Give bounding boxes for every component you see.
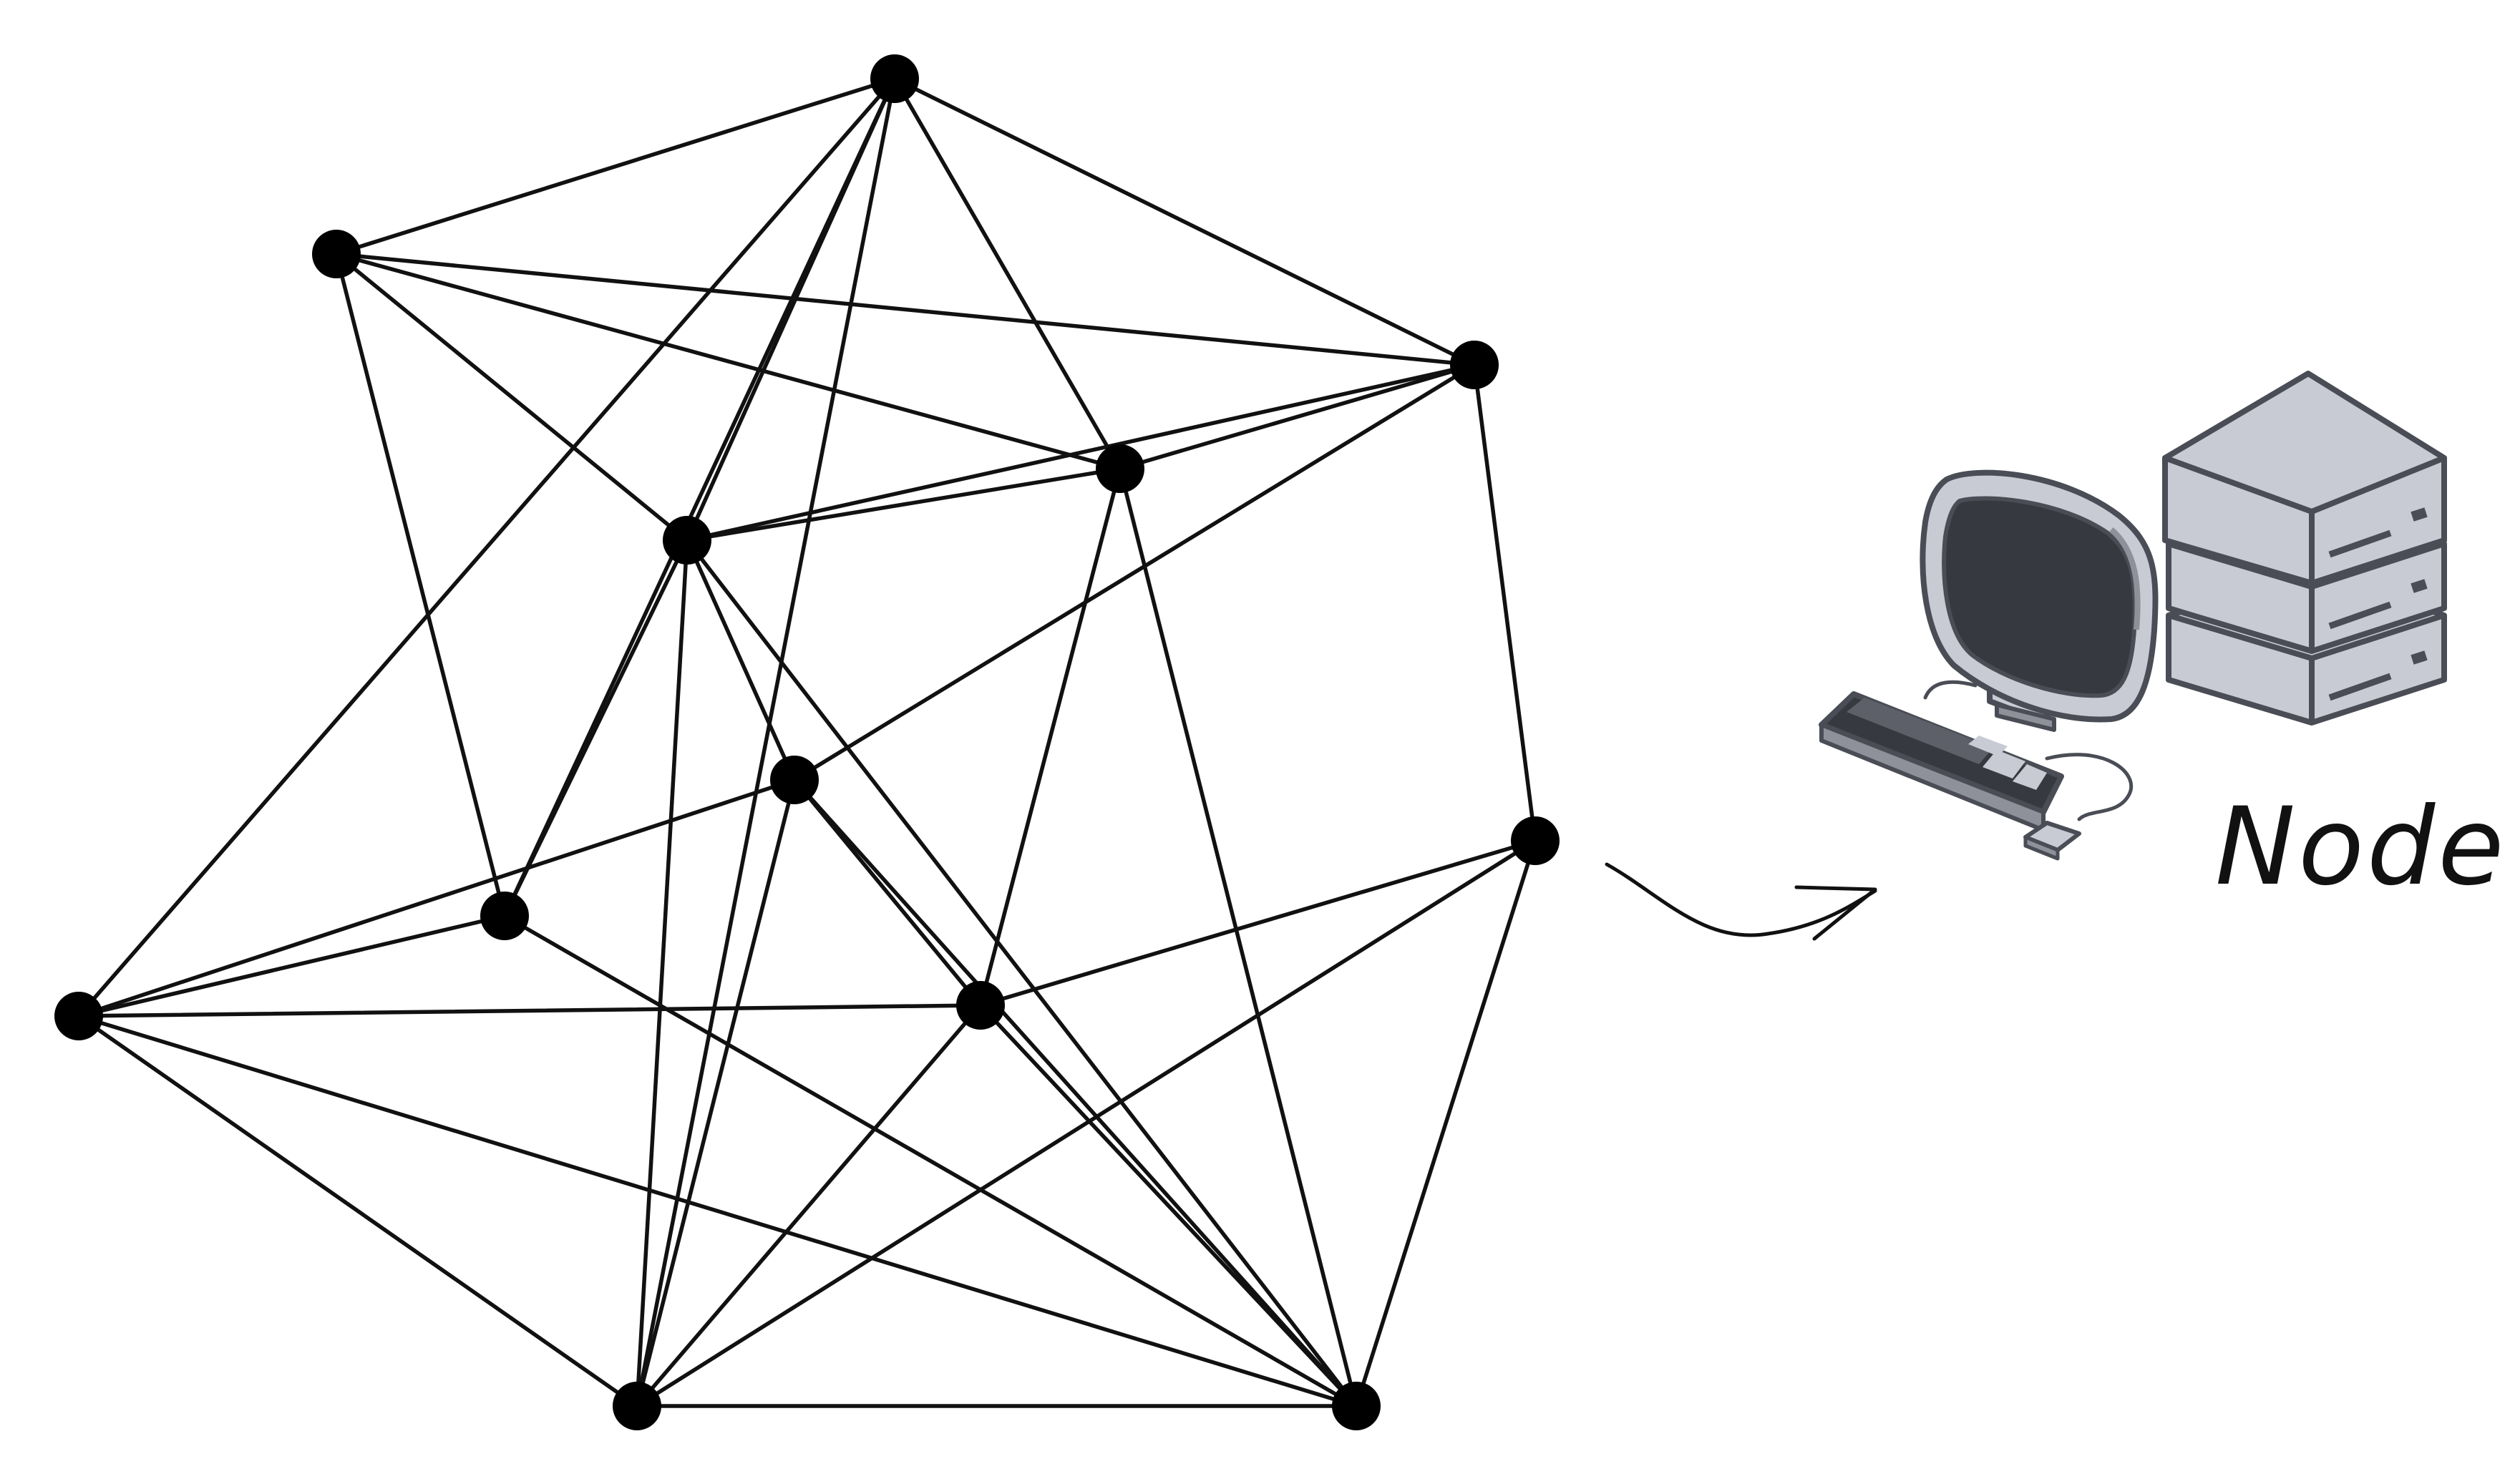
network-edge bbox=[978, 1003, 1358, 1408]
network-edge bbox=[334, 252, 1477, 367]
network-edge bbox=[77, 1014, 1358, 1408]
network-edge bbox=[334, 252, 689, 542]
network-nodes bbox=[54, 54, 1560, 1430]
network-edge bbox=[334, 252, 1122, 471]
network-edge bbox=[77, 778, 797, 1018]
network-edge bbox=[892, 77, 1477, 367]
network-edge bbox=[1118, 467, 1358, 1408]
network-edge bbox=[685, 538, 797, 782]
network-node bbox=[54, 992, 103, 1040]
network-edge bbox=[77, 914, 507, 1018]
network-edge bbox=[502, 77, 897, 918]
network-edge bbox=[334, 252, 507, 918]
network-edge bbox=[685, 538, 1358, 1408]
network-edge bbox=[334, 77, 897, 256]
network-node bbox=[613, 1382, 661, 1430]
network-edge bbox=[635, 77, 897, 1408]
network-node bbox=[1096, 444, 1144, 493]
network-edge bbox=[892, 77, 1122, 471]
network-edge bbox=[635, 538, 689, 1408]
network-edge bbox=[77, 77, 897, 1018]
network-edge bbox=[635, 778, 797, 1408]
arrow-icon bbox=[1605, 862, 1877, 941]
network-edge bbox=[978, 467, 1122, 1007]
network-node bbox=[480, 892, 529, 940]
network-edge bbox=[77, 1003, 983, 1018]
network-edge bbox=[792, 778, 1358, 1408]
network-node bbox=[956, 981, 1005, 1030]
network-edge bbox=[635, 1003, 983, 1408]
network-node bbox=[663, 516, 711, 565]
network-node bbox=[312, 230, 361, 278]
network-node bbox=[1450, 341, 1499, 389]
network-node bbox=[1332, 1382, 1381, 1430]
network-edges bbox=[77, 77, 1537, 1408]
network-edge bbox=[502, 914, 1358, 1408]
network-edge bbox=[635, 839, 1537, 1408]
network-node bbox=[870, 54, 919, 103]
network-edge bbox=[792, 778, 983, 1007]
network-edge bbox=[685, 467, 1122, 542]
node-label: Node bbox=[2215, 785, 2506, 909]
network-edge bbox=[978, 839, 1537, 1007]
computer-icon bbox=[1819, 469, 2159, 861]
network-edge bbox=[1354, 839, 1537, 1408]
network-edge bbox=[1472, 363, 1537, 843]
server-stack-icon bbox=[2162, 371, 2447, 726]
network-edge bbox=[77, 1014, 639, 1408]
network-node bbox=[1511, 816, 1560, 865]
network-edge bbox=[1118, 363, 1477, 471]
network-node bbox=[770, 756, 819, 804]
network-edge bbox=[502, 538, 689, 918]
network-edge bbox=[685, 363, 1477, 542]
network-edge bbox=[792, 363, 1477, 782]
